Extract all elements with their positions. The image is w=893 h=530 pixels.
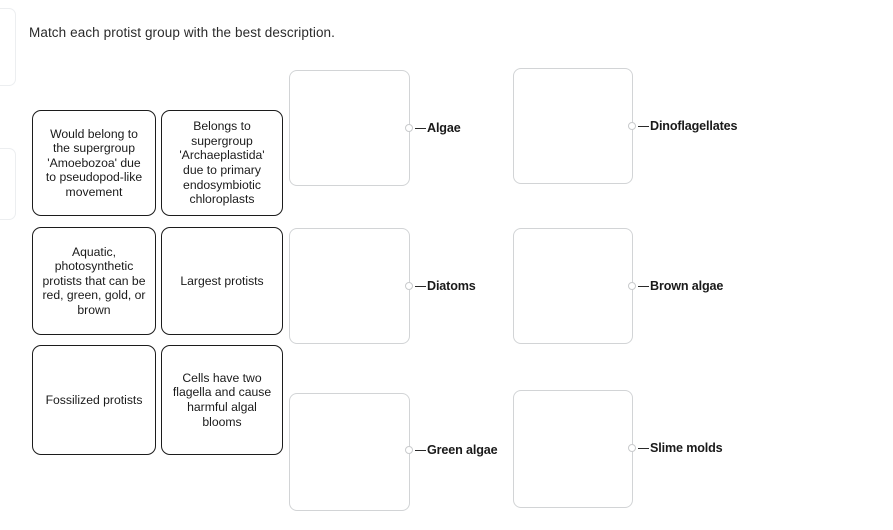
connector-dash-icon	[638, 285, 649, 287]
drop-zone-algae[interactable]	[289, 70, 410, 186]
card-label: Belongs to supergroup 'Archaeplastida' d…	[179, 119, 265, 207]
draggable-card-aquatic[interactable]: Aquatic, photosynthetic protists that ca…	[32, 227, 156, 335]
term-label-brown-algae: Brown algae	[650, 279, 724, 293]
connector-dash-icon	[415, 449, 426, 451]
drop-zone-diatoms[interactable]	[289, 228, 410, 344]
term-label-green-algae: Green algae	[427, 443, 498, 457]
offscreen-panel-edge-middle	[0, 148, 16, 220]
offscreen-panel-edge-top	[0, 8, 16, 86]
term-label-slime-molds: Slime molds	[650, 441, 723, 455]
question-prompt: Match each protist group with the best d…	[29, 25, 336, 40]
term-label-dinoflagellates: Dinoflagellates	[650, 119, 738, 133]
card-label: Aquatic, photosynthetic protists that ca…	[42, 244, 146, 317]
draggable-card-fossilized[interactable]: Fossilized protists	[32, 345, 156, 455]
drop-zone-slime-molds[interactable]	[513, 390, 633, 508]
draggable-card-flagella[interactable]: Cells have two flagella and cause harmfu…	[161, 345, 283, 455]
draggable-card-largest-protists[interactable]: Largest protists	[161, 227, 283, 335]
card-label: Cells have two flagella and cause harmfu…	[172, 370, 272, 429]
draggable-card-archaeplastida[interactable]: Belongs to supergroup 'Archaeplastida' d…	[161, 110, 283, 216]
draggable-card-amoebozoa[interactable]: Would belong to the supergroup 'Amoebozo…	[32, 110, 156, 216]
term-label-diatoms: Diatoms	[427, 279, 476, 293]
connector-dash-icon	[638, 447, 649, 449]
card-label: Would belong to the supergroup 'Amoebozo…	[45, 126, 143, 199]
card-label: Largest protists	[180, 273, 264, 288]
card-label: Fossilized protists	[45, 392, 143, 407]
drop-zone-green-algae[interactable]	[289, 393, 410, 511]
drop-zone-dinoflagellates[interactable]	[513, 68, 633, 184]
connector-dash-icon	[638, 125, 649, 127]
drop-zone-brown-algae[interactable]	[513, 228, 633, 344]
connector-dash-icon	[415, 127, 426, 129]
term-label-algae: Algae	[427, 121, 461, 135]
connector-dash-icon	[415, 285, 426, 287]
